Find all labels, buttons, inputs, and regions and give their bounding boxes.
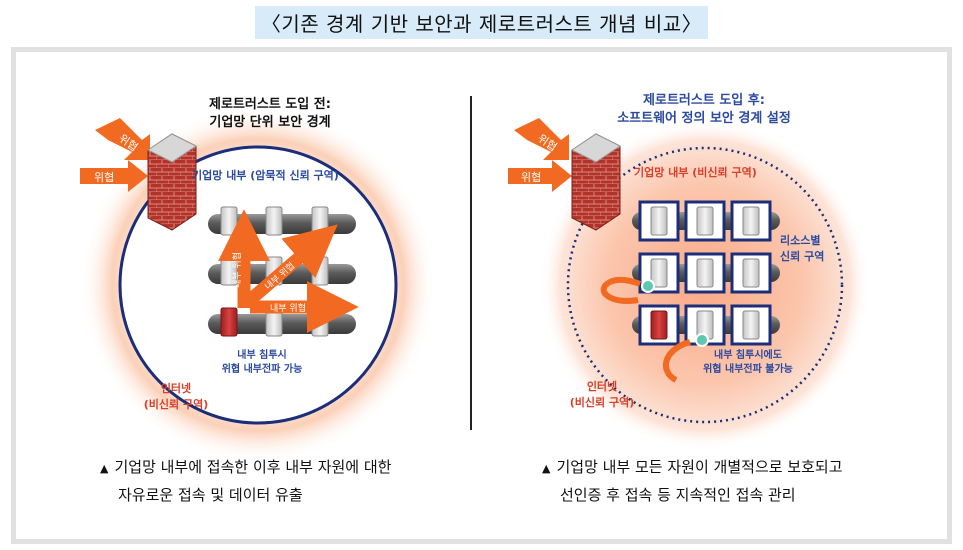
left-breach-line1: 내부 침투시 — [237, 348, 286, 361]
left-heading-line1: 제로트러스트 도입 전: — [209, 96, 331, 112]
left-heading-line2: 기업망 단위 보안 경계 — [209, 114, 330, 130]
server-icon — [742, 206, 760, 236]
server-icon — [650, 258, 668, 288]
right-firewall-icon — [571, 133, 621, 231]
left-inside-label: 기업망 내부 (암묵적 신뢰 구역) — [192, 168, 339, 182]
resource-zone — [730, 304, 772, 346]
lock-icon — [641, 279, 655, 293]
server-icon — [696, 258, 714, 288]
compromised-server-icon — [650, 310, 668, 340]
internal-threat-arrow — [245, 224, 338, 305]
internal-threat-label-vertical: 내부 위협 — [231, 252, 243, 288]
right-threat-arrow-2: 위협 — [508, 160, 572, 192]
resource-zone — [684, 200, 726, 242]
right-network-boundary — [566, 146, 844, 424]
left-caption: ▲ 기업망 내부에 접속한 이후 내부 자원에 대한 자유로운 접속 및 데이터 … — [100, 454, 391, 508]
server-icon — [220, 206, 238, 236]
right-internet-line2: (비신뢰 구역) — [570, 395, 634, 409]
left-threat-label-2: 위협 — [94, 171, 114, 184]
lock-icon — [695, 333, 709, 347]
right-caption-line1: 기업망 내부 모든 자원이 개별적으로 보호되고 — [556, 458, 843, 476]
title-bar: 〈기존 경계 기반 보안과 제로트러스트 개념 비교〉 — [0, 0, 963, 42]
right-threat-label-2: 위협 — [521, 171, 541, 184]
panel-divider — [470, 96, 472, 430]
right-breach-line2: 위협 내부전파 불가능 — [703, 362, 793, 375]
compromised-server-icon — [220, 307, 238, 337]
right-inside-label: 기업망 내부 (비신뢰 구역) — [634, 165, 757, 179]
left-threat-arrow-1: 위협 — [95, 118, 150, 160]
right-internet-line1: 인터넷 — [587, 379, 617, 393]
right-threat-arrow-1: 위협 — [514, 118, 569, 160]
triangle-icon: ▲ — [542, 462, 551, 475]
resource-zone — [730, 252, 772, 294]
left-threat-arrow-2: 위협 — [80, 160, 148, 192]
server-icon — [311, 206, 329, 236]
page-title: 〈기존 경계 기반 보안과 제로트러스트 개념 비교〉 — [254, 6, 709, 39]
left-internet-line1: 인터넷 — [161, 381, 191, 395]
resource-zone-line1: 리소스별 — [780, 233, 820, 247]
triangle-icon: ▲ — [100, 462, 109, 475]
resource-zone — [638, 200, 680, 242]
right-heading-line1: 제로트러스트 도입 후: — [643, 92, 765, 108]
server-icon — [311, 256, 329, 286]
left-panel: 제로트러스트 도입 전: 기업망 단위 보안 경계 위협 위협 기업망 내부 (… — [80, 96, 436, 463]
server-icon — [742, 258, 760, 288]
left-caption-line1: 기업망 내부에 접속한 이후 내부 자원에 대한 — [114, 458, 392, 476]
resource-zone — [684, 252, 726, 294]
left-internet-line2: (비신뢰 구역) — [144, 397, 208, 411]
right-heading-line2: 소프트웨어 정의 보안 경계 설정 — [617, 110, 791, 126]
internal-threat-label-horizontal: 내부 위협 — [270, 302, 306, 314]
right-caption-line2: 선인증 후 접속 등 지속적인 접속 관리 — [560, 486, 796, 504]
left-caption-line2: 자유로운 접속 및 데이터 유출 — [118, 486, 303, 504]
resource-zone — [730, 200, 772, 242]
right-panel: 제로트러스트 도입 후: 소프트웨어 정의 보안 경계 설정 위협 위협 기업망… — [508, 92, 870, 450]
resource-zone — [638, 304, 680, 346]
left-firewall-icon — [147, 133, 197, 231]
right-blocked-threat-arrows — [600, 276, 709, 383]
server-icon — [696, 206, 714, 236]
server-icon — [650, 206, 668, 236]
resource-zone-line2: 신뢰 구역 — [780, 249, 824, 263]
right-caption: ▲ 기업망 내부 모든 자원이 개별적으로 보호되고 선인증 후 접속 등 지속적… — [542, 454, 843, 508]
blocked-threat-arrow — [600, 276, 642, 304]
blocked-threat-arrow — [663, 339, 691, 383]
right-resource-zones — [638, 200, 772, 346]
server-icon — [742, 310, 760, 340]
server-icon — [265, 206, 283, 236]
left-breach-line2: 위협 내부전파 가능 — [222, 362, 303, 375]
right-breach-line1: 내부 침투시에도 — [714, 348, 782, 361]
